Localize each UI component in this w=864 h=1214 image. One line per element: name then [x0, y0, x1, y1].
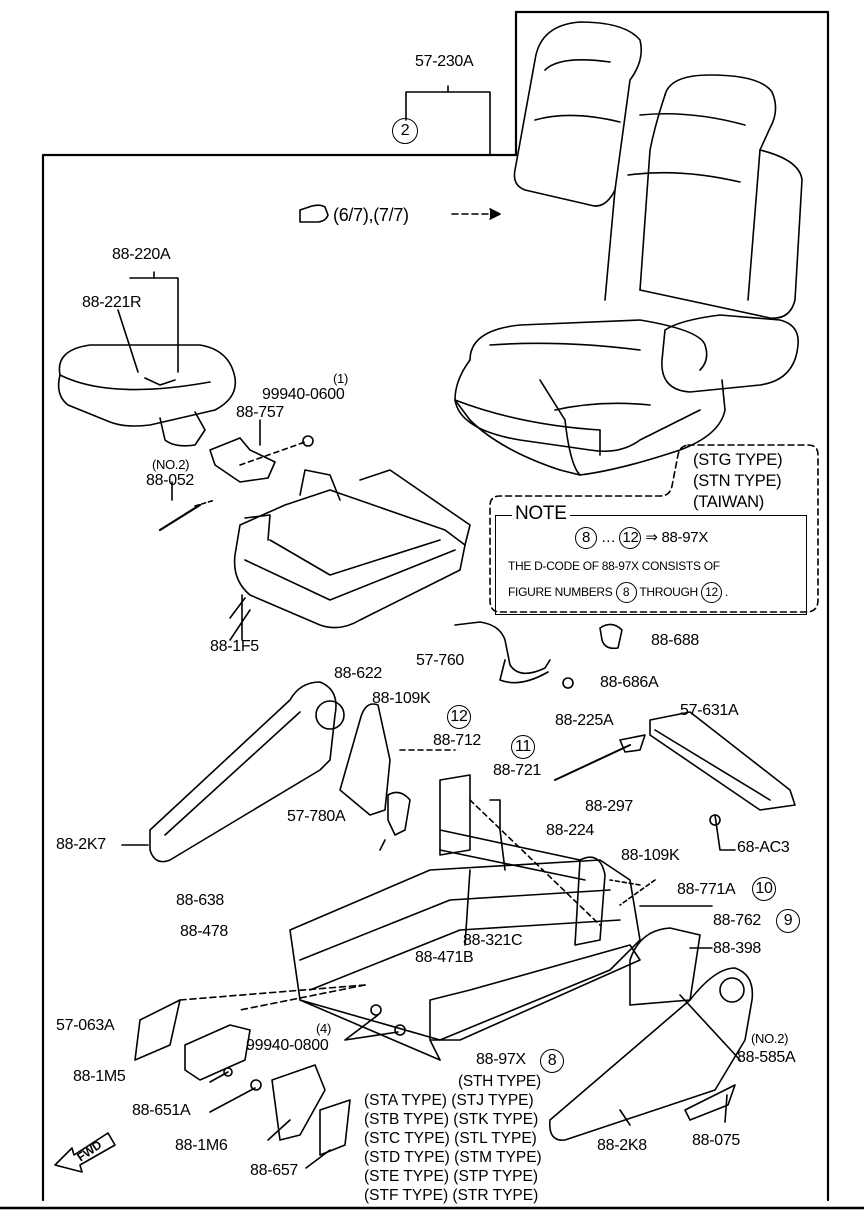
- part-57-230a-label: 57-230A: [415, 53, 474, 70]
- part-88-657-label: 88-657: [250, 1162, 299, 1179]
- shield-88-2k8: [548, 967, 754, 1141]
- part-57-063a-label: 57-063A: [56, 1017, 115, 1034]
- note-title: NOTE: [512, 504, 570, 523]
- type-row: (STE TYPE) (STP TYPE): [364, 1167, 542, 1186]
- part-88-686a-label: 88-686A: [600, 674, 659, 691]
- note-figure-12: 12: [619, 527, 642, 549]
- type-stn: (STN TYPE): [693, 472, 782, 490]
- part-88-109k-label-a: 88-109K: [372, 690, 431, 707]
- note-ellipsis: …: [600, 529, 616, 546]
- qty-1-label: (1): [333, 371, 348, 386]
- part-57-760-label: 57-760: [416, 652, 465, 669]
- type-sth: (STH TYPE): [458, 1073, 541, 1090]
- part-88-97x-label: 88-97X: [476, 1051, 526, 1068]
- type-stk: (STK TYPE): [453, 1111, 539, 1128]
- part-88-221r-label: 88-221R: [82, 294, 142, 311]
- type-list: (STA TYPE) (STJ TYPE) (STB TYPE) (STK TY…: [364, 1091, 542, 1205]
- note-line-3b: THROUGH: [639, 585, 698, 599]
- part-88-297-label: 88-297: [585, 798, 634, 815]
- part-88-398-label: 88-398: [713, 940, 762, 957]
- part-88-075-label: 88-075: [692, 1132, 741, 1149]
- type-row: (STB TYPE) (STK TYPE): [364, 1110, 542, 1129]
- note-line-3a: FIGURE NUMBERS: [508, 585, 613, 599]
- part-88-622-label: 88-622: [334, 665, 383, 682]
- type-ste: (STE TYPE): [364, 1168, 449, 1185]
- no2-label-a: (NO.2): [152, 457, 190, 472]
- part-88-478-label: 88-478: [180, 923, 229, 940]
- note-figure-12b: 12: [700, 582, 722, 603]
- seat-assembly-drawing: [454, 21, 803, 476]
- part-88-651a-label: 88-651A: [132, 1102, 191, 1119]
- part-88-762-label: 88-762: [713, 912, 762, 929]
- type-row: (STC TYPE) (STL TYPE): [364, 1129, 542, 1148]
- figure-number-8: 8: [540, 1049, 564, 1073]
- type-stg: (STG TYPE): [693, 451, 783, 469]
- type-stl: (STL TYPE): [454, 1130, 537, 1147]
- part-88-721-label: 88-721: [493, 762, 542, 779]
- side-shield-88-2k7: [149, 681, 337, 863]
- figure-number-9: 9: [776, 909, 800, 933]
- reference-pointer-icon: [299, 204, 329, 223]
- cover-88-398: [629, 927, 701, 1006]
- part-88-688-label: 88-688: [651, 632, 700, 649]
- figure-number-2: 2: [392, 118, 418, 144]
- part-88-712-label: 88-712: [433, 732, 482, 749]
- part-88-757-label: 88-757: [236, 404, 285, 421]
- figure-number-12: 12: [447, 705, 471, 729]
- note-line-2: THE D-CODE OF 88-97X CONSISTS OF: [508, 559, 720, 573]
- part-88-1m5-label: 88-1M5: [73, 1068, 126, 1085]
- part-68-ac3-label: 68-AC3: [737, 839, 790, 856]
- type-stm: (STM TYPE): [454, 1149, 542, 1166]
- part-88-052-label: 88-052: [146, 472, 195, 489]
- page-reference: (6/7),(7/7): [333, 205, 409, 225]
- type-sta: (STA TYPE): [364, 1092, 447, 1109]
- part-88-638-label: 88-638: [176, 892, 225, 909]
- type-stb: (STB TYPE): [364, 1111, 449, 1128]
- note-box: [495, 515, 807, 615]
- part-88-2k7-label: 88-2K7: [56, 836, 106, 853]
- type-std: (STD TYPE): [364, 1149, 450, 1166]
- part-57-631a-label: 57-631A: [680, 702, 739, 719]
- part-88-109k-label-b: 88-109K: [621, 847, 680, 864]
- note-figure-8: 8: [575, 527, 597, 549]
- type-row: (STA TYPE) (STJ TYPE): [364, 1091, 542, 1110]
- part-88-321c-label: 88-321C: [463, 932, 523, 949]
- part-88-1m6-label: 88-1M6: [175, 1137, 228, 1154]
- part-99940-0600-label: 99940-0600: [262, 386, 345, 403]
- part-88-1f5-label: 88-1F5: [210, 638, 259, 655]
- part-88-771a-label: 88-771A: [677, 881, 736, 898]
- part-88-471b-label: 88-471B: [415, 949, 474, 966]
- note-dcode: ⇒ 88-97X: [645, 529, 709, 546]
- type-row: (STF TYPE) (STR TYPE): [364, 1186, 542, 1205]
- note-figure-8b: 8: [615, 582, 637, 603]
- note-dot: .: [725, 585, 729, 599]
- part-88-585a-label: 88-585A: [737, 1049, 796, 1066]
- type-stf: (STF TYPE): [364, 1187, 449, 1204]
- type-str: (STR TYPE): [452, 1187, 539, 1204]
- type-stp: (STP TYPE): [453, 1168, 538, 1185]
- part-88-225a-label: 88-225A: [555, 712, 614, 729]
- part-88-224-label: 88-224: [546, 822, 595, 839]
- cover-88-622: [339, 703, 391, 816]
- type-stc: (STC TYPE): [364, 1130, 450, 1147]
- forward-arrow-icon: [54, 1132, 116, 1173]
- type-taiwan: (TAIWAN): [693, 493, 764, 511]
- no2-label-b: (NO.2): [751, 1031, 789, 1046]
- type-stj: (STJ TYPE): [451, 1092, 534, 1109]
- type-row: (STD TYPE) (STM TYPE): [364, 1148, 542, 1167]
- part-99940-0800-label: 99940-0800: [246, 1037, 329, 1054]
- rail-57-631a: [649, 711, 796, 811]
- qty-4-label: (4): [316, 1021, 331, 1036]
- part-88-220a-label: 88-220A: [112, 246, 171, 263]
- figure-number-10: 10: [752, 877, 776, 901]
- figure-number-11: 11: [511, 735, 535, 759]
- seat-frame-assembly: [289, 774, 641, 1061]
- part-57-780a-label: 57-780A: [287, 808, 346, 825]
- part-88-2k8-label: 88-2K8: [597, 1137, 647, 1154]
